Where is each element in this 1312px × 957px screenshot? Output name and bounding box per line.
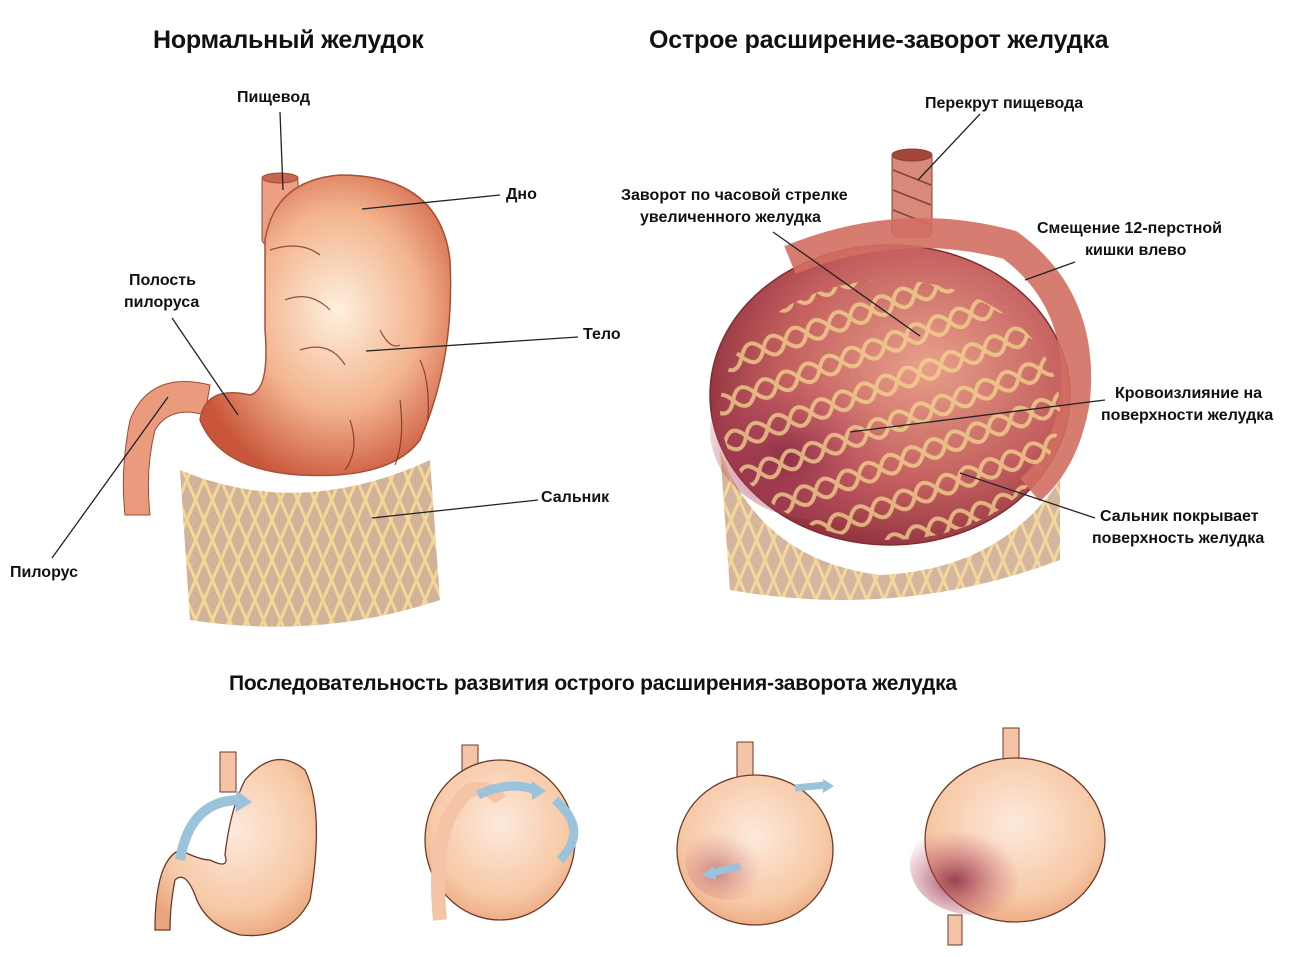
- label-duodenum-2: кишки влево: [1085, 242, 1187, 259]
- label-fundus: Дно: [506, 186, 537, 203]
- label-clockwise-2: увеличенного желудка: [640, 209, 821, 226]
- sequence-step-4: [910, 727, 1106, 946]
- sequence-step-2: [424, 744, 579, 921]
- label-esophagus: Пищевод: [237, 89, 311, 106]
- label-omentum-covers-2: поверхность желудка: [1092, 530, 1265, 547]
- sequence-title: Последовательность развития острого расш…: [229, 672, 957, 695]
- label-hemorrhage-1: Кровоизлияние на: [1115, 385, 1263, 402]
- label-pyloric-cavity-2: пилоруса: [124, 294, 200, 311]
- volvulus-title: Острое расширение-заворот желудка: [649, 26, 1109, 54]
- label-hemorrhage-2: поверхности желудка: [1101, 407, 1274, 424]
- normal-stomach-title: Нормальный желудок: [153, 26, 424, 54]
- label-esophagus-twist: Перекрут пищевода: [925, 95, 1084, 112]
- label-omentum: Сальник: [541, 489, 610, 506]
- label-body: Тело: [583, 326, 621, 343]
- label-pylorus: Пилорус: [10, 564, 79, 581]
- label-duodenum-1: Смещение 12-перстной: [1037, 220, 1222, 237]
- volvulus-leader-lines: [772, 113, 1106, 519]
- normal-leader-lines: [51, 111, 579, 559]
- label-omentum-covers-1: Сальник покрывает: [1100, 508, 1259, 525]
- sequence-step-1: [154, 751, 318, 937]
- volvulus-stomach-illustration: [709, 148, 1092, 600]
- label-clockwise-1: Заворот по часовой стрелке: [621, 187, 848, 204]
- sequence-step-3: [676, 741, 834, 926]
- normal-stomach-illustration: [122, 172, 452, 627]
- label-pyloric-cavity-1: Полость: [129, 272, 196, 289]
